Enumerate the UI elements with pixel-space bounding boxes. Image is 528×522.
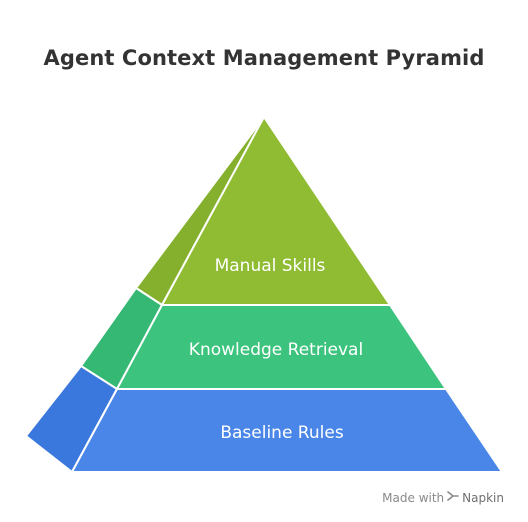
tier-label-knowledge-retrieval: Knowledge Retrieval — [189, 340, 363, 360]
tier-label-baseline-rules: Baseline Rules — [220, 423, 343, 443]
watermark-prefix: Made with — [382, 490, 445, 505]
napkin-icon — [447, 490, 459, 505]
tier-label-manual-skills: Manual Skills — [215, 256, 326, 276]
page-title: Agent Context Management Pyramid — [43, 46, 485, 70]
tier-bottom-front-face — [71, 388, 503, 473]
watermark-brand: Napkin — [462, 490, 504, 505]
made-with-napkin-watermark[interactable]: Made with Napkin — [382, 490, 504, 505]
